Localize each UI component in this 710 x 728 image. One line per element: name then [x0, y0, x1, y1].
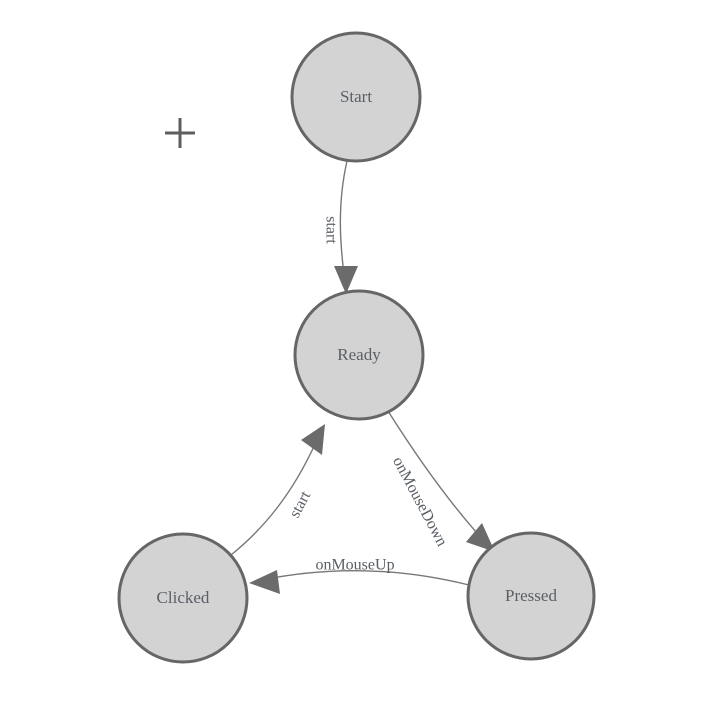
node-start[interactable]: Start [290, 31, 422, 163]
edge-label-pressed-to-clicked: onMouseUp [315, 557, 394, 574]
node-label-pressed: Pressed [505, 586, 557, 605]
edge-pressed-to-clicked[interactable] [249, 570, 470, 594]
node-circle-clicked[interactable] [117, 532, 249, 664]
edge-path-pressed-to-clicked [261, 570, 470, 586]
edge-label-text-pressed-to-clicked: onMouseUp [315, 557, 394, 574]
arrowhead-clicked-to-ready [301, 424, 325, 455]
edge-path-clicked-to-ready [230, 441, 317, 556]
edge-clicked-to-ready[interactable] [230, 424, 325, 556]
node-pressed[interactable]: Pressed [466, 531, 596, 661]
node-circle-ready[interactable] [293, 289, 425, 421]
node-circle-start[interactable] [290, 31, 422, 163]
node-label-ready: Ready [337, 345, 381, 364]
arrowhead-ready-to-pressed [466, 523, 495, 552]
node-label-start: Start [340, 87, 372, 106]
edge-label-text-clicked-to-ready: start [286, 488, 314, 521]
arrowhead-pressed-to-clicked [249, 570, 280, 594]
edge-label-ready-to-pressed: onMouseDown [389, 454, 450, 549]
node-label-clicked: Clicked [157, 588, 210, 607]
edge-path-ready-to-pressed [387, 410, 487, 544]
arrowhead-start-to-ready [334, 266, 358, 294]
edge-ready-to-pressed[interactable] [387, 410, 495, 552]
edge-path-start-to-ready [339, 160, 348, 283]
node-clicked[interactable]: Clicked [117, 532, 249, 664]
edge-label-text-ready-to-pressed: onMouseDown [389, 454, 450, 549]
edge-label-text-start-to-ready: start [322, 216, 339, 244]
edge-start-to-ready[interactable] [334, 160, 358, 294]
plus-marker-icon[interactable] [165, 118, 195, 148]
node-ready[interactable]: Ready [293, 289, 425, 421]
node-circle-pressed[interactable] [466, 531, 596, 661]
edge-label-start-to-ready: start [322, 216, 339, 244]
edge-label-clicked-to-ready: start [286, 488, 314, 521]
